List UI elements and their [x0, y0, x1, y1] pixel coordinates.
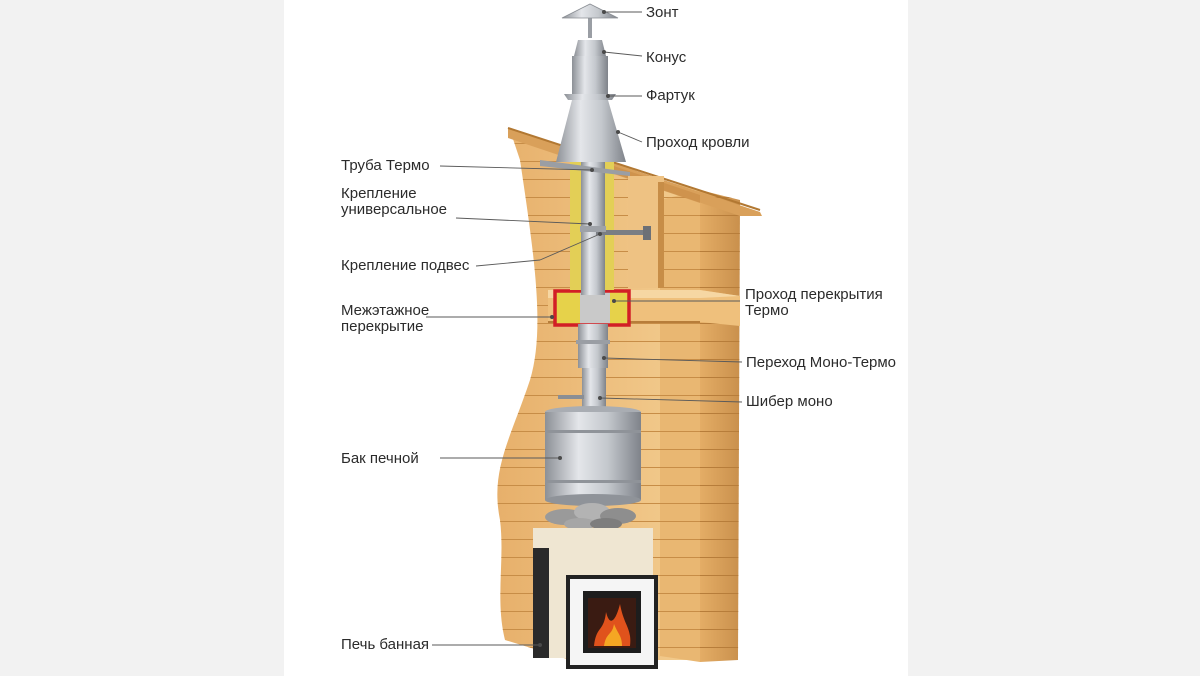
sauna-stones	[545, 503, 636, 530]
leader-lines	[426, 11, 743, 646]
label-roof-pass: Проход кровли	[646, 134, 750, 151]
label-mono-thermo: Переход Моно-Термо	[746, 354, 897, 371]
label-thermo-pipe: Труба Термо	[341, 157, 430, 174]
label-cone: Конус	[646, 49, 687, 66]
label-apron: Фартук	[646, 87, 695, 104]
sauna-stove	[533, 528, 658, 669]
label-interfloor: Межэтажное перекрытие	[341, 302, 430, 335]
label-ceiling-pass: Проход перекрытия Термо	[745, 286, 883, 319]
label-damper: Шибер моно	[746, 393, 833, 410]
ceiling-pass-box	[553, 289, 631, 327]
label-hanger-mount: Крепление подвес	[341, 257, 470, 274]
roof-post-shadow	[658, 182, 664, 288]
label-tank: Бак печной	[341, 450, 419, 467]
stove-tank	[545, 406, 641, 506]
chimney-pipe	[540, 3, 651, 410]
label-stove: Печь банная	[341, 636, 430, 653]
label-umbrella: Зонт	[646, 4, 679, 21]
leader-dots	[538, 10, 620, 647]
wall-right	[660, 190, 740, 662]
label-universal-mount: Крепление универсальное	[341, 185, 448, 218]
